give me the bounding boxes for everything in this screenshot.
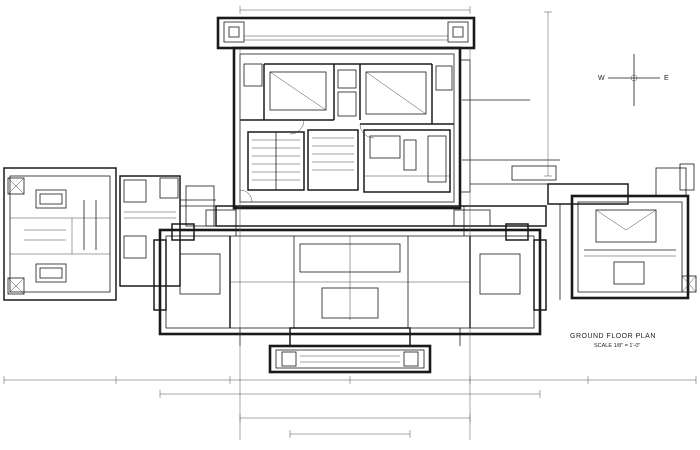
- compass-west-label: W: [598, 75, 605, 82]
- dimension-lines: [3, 6, 697, 440]
- north-block: [216, 16, 476, 210]
- left-porch: [119, 175, 216, 287]
- south-terrace: [239, 327, 461, 374]
- title-block: GROUND FLOOR PLAN SCALE 1/8" = 1'-0": [570, 333, 656, 349]
- drawing-title: GROUND FLOOR PLAN: [570, 333, 656, 340]
- east-service: [459, 59, 560, 193]
- compass-east-label: E: [664, 75, 669, 82]
- right-wing: [547, 163, 697, 300]
- compass: W E: [598, 54, 669, 106]
- living-block: [153, 205, 547, 336]
- left-wing: [3, 167, 117, 301]
- drawing-scale: SCALE 1/8" = 1'-0": [594, 343, 640, 349]
